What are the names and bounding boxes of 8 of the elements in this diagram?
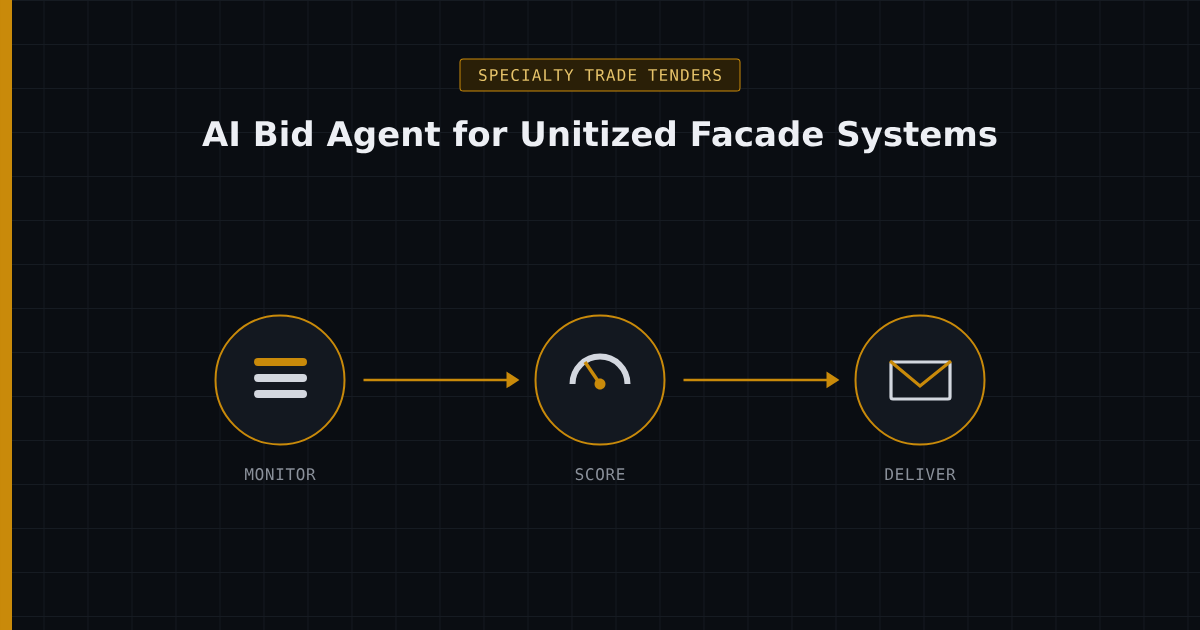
step-circle <box>854 314 986 446</box>
step-label: DELIVER <box>885 468 956 480</box>
tag-badge: SPECIALTY TRADE TENDERS <box>459 58 741 92</box>
step-label: SCORE <box>575 468 625 481</box>
step-label: MONITOR <box>245 468 316 481</box>
title: AI Bid Agent for Unitized Facade Systems <box>202 120 997 154</box>
step-circle <box>214 314 346 446</box>
step-circle <box>534 314 666 446</box>
